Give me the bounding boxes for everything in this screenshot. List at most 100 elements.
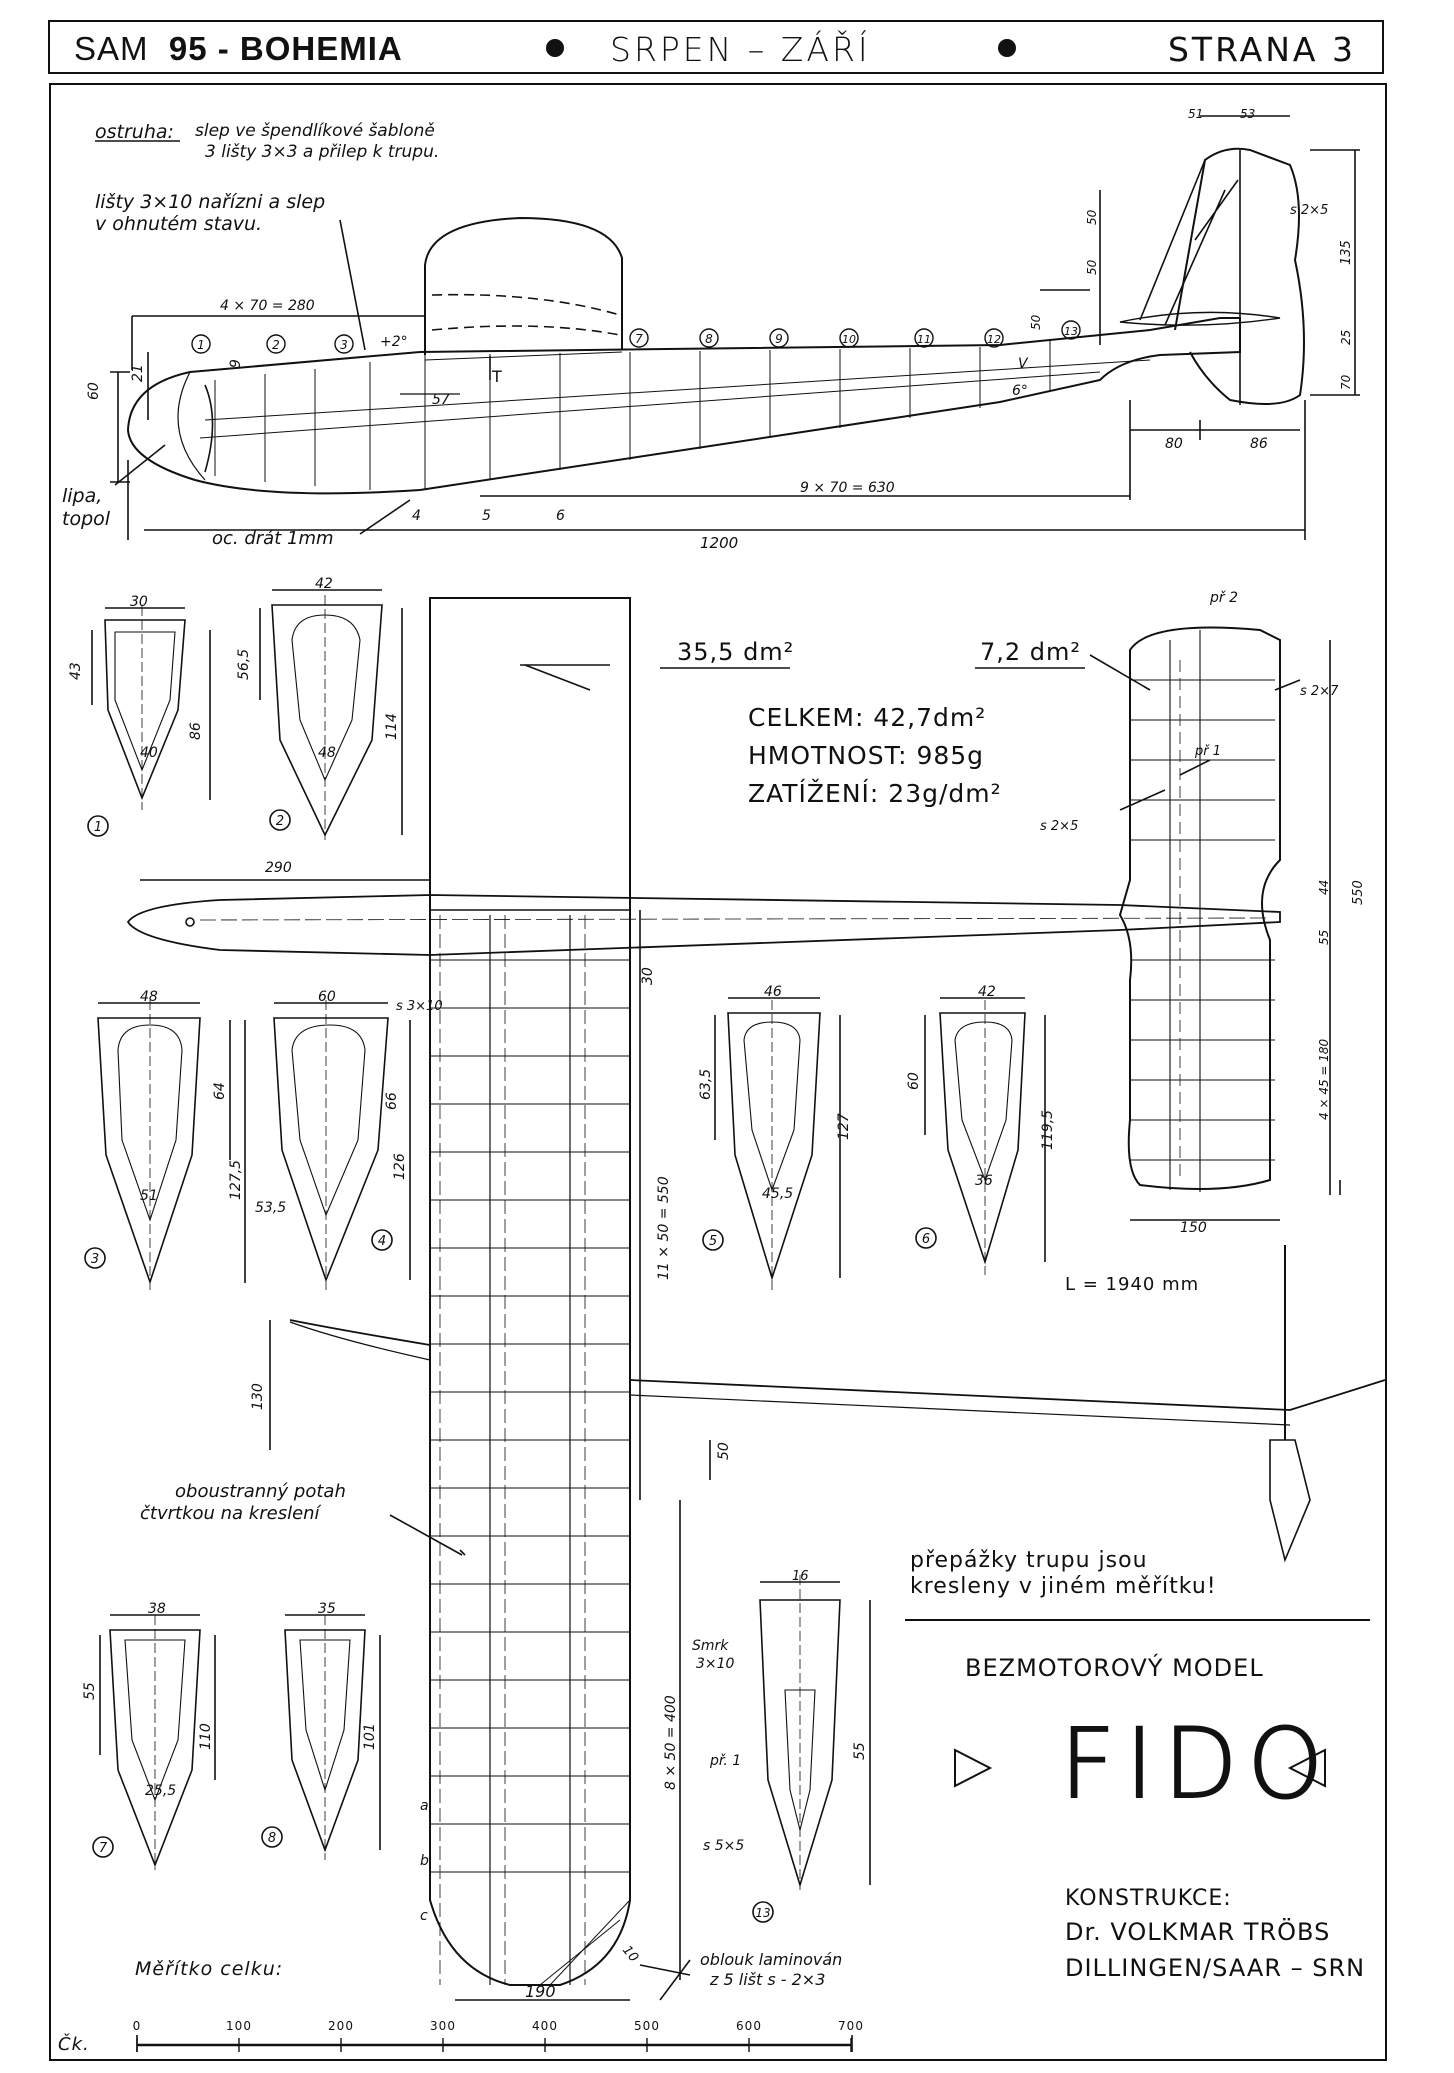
note-topol: topol <box>62 508 111 530</box>
scale-tick-label: 0 <box>133 2019 142 2033</box>
section-6-total: 119,5 <box>1040 1110 1056 1150</box>
section-7-total: 110 <box>198 1723 214 1750</box>
section-6-number: 6 <box>922 1232 930 1247</box>
frame-number: 11 <box>917 333 931 346</box>
scale-tick-label: 300 <box>430 2019 456 2033</box>
section-4-total: 126 <box>392 1153 408 1180</box>
scale-bar <box>136 2035 853 2052</box>
note-ocel-drat: oc. drát 1mm <box>212 528 334 549</box>
dim-57: 57 <box>432 392 450 408</box>
scale-tick-label: 700 <box>838 2019 864 2033</box>
spec-wing-area: 35,5 dm² <box>677 638 794 666</box>
section-5-number: 5 <box>709 1234 717 1249</box>
note-prepazky-1: přepážky trupu jsou <box>910 1548 1148 1573</box>
section-7-width: 38 <box>148 1601 166 1617</box>
section-13-smrk: Smrk <box>692 1638 729 1654</box>
section-6-bottom: 36 <box>975 1173 993 1189</box>
section-13-pr1: př. 1 <box>709 1753 741 1769</box>
note-prepazky-2: kresleny v jiném měřítku! <box>910 1574 1217 1599</box>
section-4-width: 60 <box>318 989 336 1005</box>
page-header: SAM 95 - BOHEMIA SRPEN – ZÁŘÍ STRANA 3 <box>48 20 1384 74</box>
frame-number: 1 <box>197 338 205 352</box>
dim-130: 130 <box>250 1383 266 1410</box>
dim-80: 80 <box>1165 436 1183 452</box>
dim-s25: s 2×5 <box>1290 203 1328 218</box>
spec-total: CELKEM: 42,7dm² <box>748 703 986 732</box>
tail-dim-4x45: 4 × 45 = 180 <box>1317 1038 1331 1120</box>
frame-number: 12 <box>987 333 1001 346</box>
bullet-icon <box>546 39 564 57</box>
note-oblouk-1: oblouk laminován <box>700 1950 842 1969</box>
tail-pr1: př 1 <box>1194 744 1221 759</box>
section-3-height: 64 <box>212 1082 228 1100</box>
scale-tick-label: 500 <box>634 2019 660 2033</box>
frame-number: 13 <box>1064 325 1078 338</box>
dim-135: 135 <box>1339 240 1354 265</box>
section-3-number: 3 <box>91 1252 99 1267</box>
section-2-width: 42 <box>315 576 333 592</box>
section-2-number: 2 <box>276 814 284 829</box>
dim-60: 60 <box>86 382 102 400</box>
section-3-bottom: 51 <box>140 1188 158 1204</box>
scale-tick-label: 200 <box>328 2019 354 2033</box>
section-7-height: 55 <box>82 1682 98 1700</box>
section-4-height: 66 <box>384 1092 400 1110</box>
bullet-icon <box>998 39 1016 57</box>
dim-290: 290 <box>265 860 292 876</box>
spec-mass: HMOTNOST: 985g <box>748 741 984 770</box>
section-4-bottom: 53,5 <box>255 1200 286 1216</box>
frame-markers <box>191 320 1081 354</box>
section-6-height: 60 <box>906 1072 922 1090</box>
section-4-strip: s 3×10 <box>396 999 443 1014</box>
dim-86: 86 <box>1250 436 1268 452</box>
section-1-bottom: 40 <box>140 745 158 761</box>
section-7-number: 7 <box>99 1841 108 1856</box>
section-13-total: 55 <box>852 1742 868 1760</box>
section-5-bottom: 45,5 <box>762 1186 793 1202</box>
section-6-width: 42 <box>978 984 996 1000</box>
section-3-width: 48 <box>140 989 158 1005</box>
fuselage-sections <box>84 589 1046 1923</box>
dim-T: T <box>491 367 502 386</box>
header-issue-months: SRPEN – ZÁŘÍ <box>610 30 871 69</box>
tail-dim-55: 55 <box>1317 930 1331 945</box>
section-13-number: 13 <box>755 1906 770 1920</box>
frame-number: 2 <box>272 338 280 352</box>
dim-v: V <box>1018 356 1029 372</box>
dim-8x50: 8 × 50 = 400 <box>663 1695 679 1790</box>
scale-tick-label: 600 <box>736 2019 762 2033</box>
note-oblouk-2: z 5 lišt s - 2×3 <box>709 1970 825 1989</box>
tail-pr2: př 2 <box>1209 590 1238 606</box>
note-oboustranny-1: oboustranný potah <box>175 1481 346 1502</box>
drawing-frame <box>49 83 1387 2061</box>
section-mark-5: 5 <box>482 508 491 524</box>
section-8-number: 8 <box>268 1831 276 1846</box>
section-1-width: 30 <box>130 594 148 610</box>
scale-tick-label: 400 <box>532 2019 558 2033</box>
section-3-total: 127,5 <box>228 1160 244 1200</box>
scale-label: Měřítko celku: <box>135 1958 283 1980</box>
rib-label-c: c <box>420 1908 428 1924</box>
dim-21: 21 <box>130 364 146 382</box>
section-8-width: 35 <box>318 1601 336 1617</box>
dim-190: 190 <box>525 1982 556 2001</box>
dim-50-dihedral: 50 <box>716 1442 732 1460</box>
designer-name: Dr. VOLKMAR TRÖBS <box>1065 1917 1330 1946</box>
dim-50c: 50 <box>1029 314 1043 330</box>
note-oboustranny-2: čtvrtkou na kreslení <box>140 1503 323 1524</box>
note-lipa: lipa, <box>62 485 102 507</box>
section-4-number: 4 <box>378 1234 386 1249</box>
dim-2deg: +2° <box>380 334 408 350</box>
triangle-right-icon <box>954 1748 993 1788</box>
section-5-width: 46 <box>764 984 782 1000</box>
frame-number: 8 <box>705 332 713 346</box>
drafter-initials: Čk. <box>58 2033 90 2055</box>
model-type: BEZMOTOROVÝ MODEL <box>965 1653 1264 1682</box>
frame-number: 10 <box>842 333 856 346</box>
tailplane-plan <box>1089 626 1341 1221</box>
note-ostruha-text-1: slep ve špendlíkové šabloně <box>195 121 435 141</box>
frame-number: 7 <box>635 332 643 346</box>
dim-30: 30 <box>640 967 656 985</box>
